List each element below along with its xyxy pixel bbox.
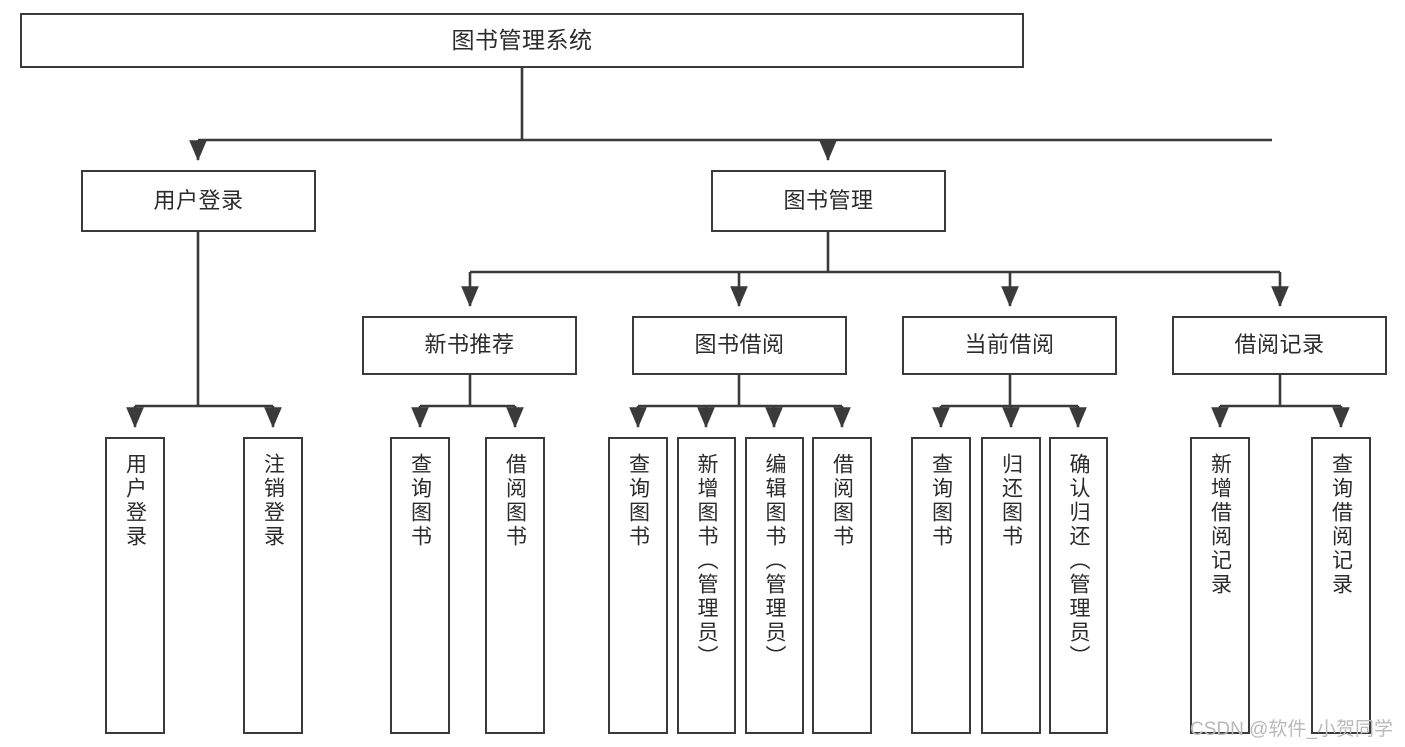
leaf-query-book-3-label: 查询图书 [929, 453, 953, 549]
leaf-query-book-2-label: 查询图书 [626, 453, 650, 549]
node-current-borrow[interactable]: 当前借阅 [902, 316, 1117, 375]
leaf-query-record[interactable]: 查询借阅记录 [1311, 437, 1371, 734]
node-book-manage[interactable]: 图书管理 [711, 170, 946, 232]
leaf-user-logout[interactable]: 注销登录 [243, 437, 303, 734]
leaf-add-book[interactable]: 新增图书（管理员） [677, 437, 736, 734]
leaf-query-book-2[interactable]: 查询图书 [608, 437, 668, 734]
node-new-book-recommend-label: 新书推荐 [424, 332, 515, 358]
leaf-borrow-book-1[interactable]: 借阅图书 [485, 437, 545, 734]
node-book-borrow[interactable]: 图书借阅 [632, 316, 847, 375]
leaf-return-book-label: 归还图书 [999, 453, 1023, 549]
leaf-user-logout-label: 注销登录 [261, 453, 285, 549]
leaf-confirm-return-label: 确认归还（管理员） [1067, 453, 1090, 669]
node-root[interactable]: 图书管理系统 [20, 13, 1024, 68]
leaf-query-book-1[interactable]: 查询图书 [390, 437, 450, 734]
node-user-login-label: 用户登录 [153, 187, 244, 213]
leaf-query-record-label: 查询借阅记录 [1329, 453, 1353, 597]
leaf-borrow-book-2-label: 借阅图书 [830, 453, 854, 549]
node-book-borrow-label: 图书借阅 [694, 332, 785, 358]
leaf-edit-book-label: 编辑图书（管理员） [763, 453, 786, 669]
leaf-add-record-label: 新增借阅记录 [1208, 453, 1232, 597]
leaf-add-book-label: 新增图书（管理员） [695, 453, 718, 669]
node-new-book-recommend[interactable]: 新书推荐 [362, 316, 577, 375]
leaf-query-book-1-label: 查询图书 [408, 453, 432, 549]
leaf-user-login-label: 用户登录 [123, 453, 147, 549]
leaf-borrow-book-1-label: 借阅图书 [503, 453, 527, 549]
node-book-manage-label: 图书管理 [783, 187, 874, 213]
leaf-edit-book[interactable]: 编辑图书（管理员） [745, 437, 804, 734]
node-user-login[interactable]: 用户登录 [81, 170, 316, 232]
leaf-borrow-book-2[interactable]: 借阅图书 [812, 437, 872, 734]
leaf-query-book-3[interactable]: 查询图书 [911, 437, 971, 734]
leaf-add-record[interactable]: 新增借阅记录 [1190, 437, 1250, 734]
node-borrow-record-label: 借阅记录 [1234, 332, 1325, 358]
leaf-user-login[interactable]: 用户登录 [105, 437, 165, 734]
leaf-return-book[interactable]: 归还图书 [981, 437, 1041, 734]
node-borrow-record[interactable]: 借阅记录 [1172, 316, 1387, 375]
leaf-confirm-return[interactable]: 确认归还（管理员） [1049, 437, 1108, 734]
node-current-borrow-label: 当前借阅 [964, 332, 1055, 358]
node-root-label: 图书管理系统 [451, 26, 593, 53]
